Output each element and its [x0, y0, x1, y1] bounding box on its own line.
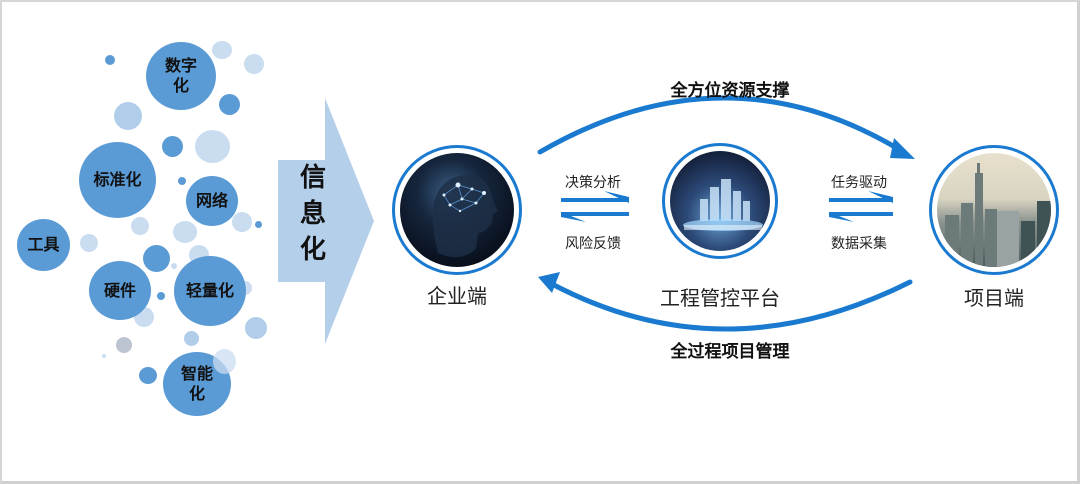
decor-bubble	[139, 367, 157, 384]
bubble-digitalization: 数字 化	[146, 42, 216, 110]
bubble-tools: 工具	[17, 219, 70, 271]
project-node	[929, 145, 1059, 275]
informatization-label: 信 息 化	[299, 163, 326, 265]
flow-label-decision-analysis: 决策分析	[565, 175, 621, 191]
bubble-lightweight: 轻量化	[174, 256, 246, 326]
top-arc-arrow-icon	[537, 95, 903, 155]
bottom-arc-arrow-icon	[549, 279, 913, 332]
bubble-standardization: 标准化	[79, 142, 156, 218]
decor-bubble	[114, 102, 142, 130]
top-arc-label: 全方位资源支撑	[670, 81, 790, 101]
decor-bubble	[219, 94, 240, 115]
platform-node	[662, 143, 778, 259]
enterprise-node	[392, 145, 522, 275]
decor-bubble	[157, 292, 165, 300]
flow-label-data-collection: 数据采集	[831, 236, 887, 252]
bubble-network: 网络	[186, 176, 238, 226]
city-skyline-icon	[937, 153, 1051, 267]
project-label: 项目端	[964, 286, 1024, 310]
enterprise-label: 企业端	[427, 284, 487, 308]
decor-bubble	[232, 212, 252, 232]
decor-bubble	[212, 41, 232, 59]
bottom-arc-label: 全过程项目管理	[670, 342, 790, 362]
platform-label: 工程管控平台	[660, 286, 780, 310]
flow-label-task-driven: 任务驱动	[831, 175, 887, 191]
brain-network-icon	[400, 153, 514, 267]
decor-bubble	[173, 221, 197, 243]
decor-bubble	[184, 331, 199, 346]
decor-bubble	[143, 245, 170, 272]
decor-bubble	[105, 55, 115, 65]
decor-bubble	[102, 354, 106, 358]
informatization-arrow-icon	[278, 98, 374, 344]
decor-bubble	[178, 177, 186, 185]
decor-bubble	[244, 54, 264, 74]
decor-bubble	[171, 263, 177, 269]
decor-bubble	[245, 317, 267, 339]
decor-bubble	[213, 349, 236, 374]
bubble-hardware: 硬件	[89, 261, 151, 320]
decor-bubble	[255, 221, 262, 228]
decor-bubble	[195, 130, 230, 163]
decor-bubble	[116, 337, 132, 353]
top-arc-arrowhead-icon	[890, 138, 915, 159]
decor-bubble	[162, 136, 183, 157]
decor-bubble	[131, 217, 149, 235]
flow-label-risk-feedback: 风险反馈	[565, 236, 621, 252]
decor-bubble	[80, 234, 98, 252]
city-hologram-icon	[670, 151, 770, 251]
bottom-arc-arrowhead-icon	[538, 272, 560, 293]
